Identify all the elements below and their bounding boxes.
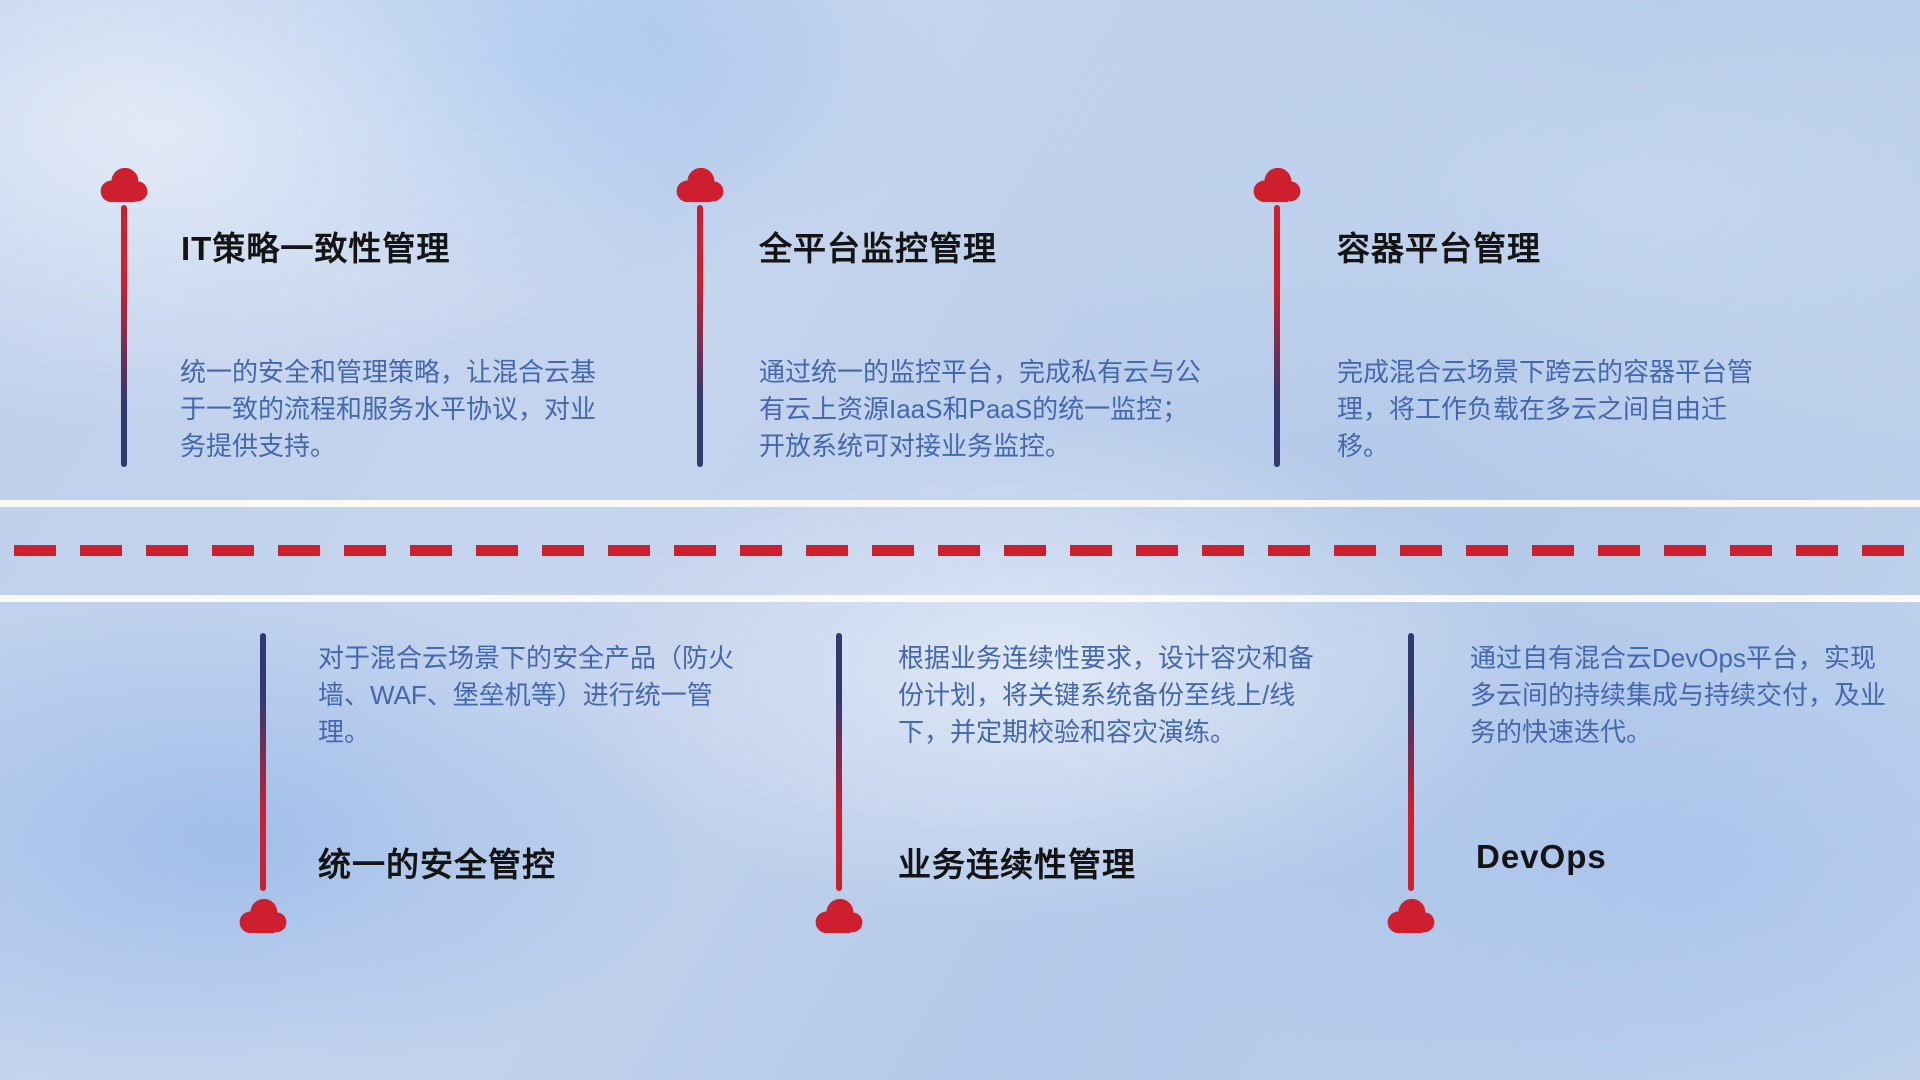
divider-dashed-line — [14, 545, 1906, 556]
item-description-it-policy: 统一的安全和管理策略，让混合云基于一致的流程和服务水平协议，对业务提供支持。 — [180, 357, 597, 461]
cloud-icon — [1253, 167, 1301, 203]
timeline-stem — [836, 633, 842, 891]
timeline-stem — [1274, 205, 1280, 467]
item-description-devops: 通过自有混合云DevOps平台，实现多云间的持续集成与持续交付，及业务的快速迭代… — [1470, 643, 1887, 747]
item-title-container-platform: 容器平台管理 — [1337, 230, 1541, 267]
item-description-monitoring: 通过统一的监控平台，完成私有云与公有云上资源IaaS和PaaS的统一监控；开放系… — [759, 357, 1202, 461]
cloud-icon — [676, 167, 724, 203]
divider-line-top — [0, 500, 1920, 507]
item-title-devops: DevOps — [1476, 838, 1607, 875]
timeline-stem — [260, 633, 266, 891]
item-title-continuity: 业务连续性管理 — [898, 846, 1136, 883]
item-description-continuity: 根据业务连续性要求，设计容灾和备份计划，将关键系统备份至线上/线下，并定期校验和… — [898, 643, 1315, 747]
item-description-container-platform: 完成混合云场景下跨云的容器平台管理，将工作负载在多云之间自由迁移。 — [1337, 357, 1754, 461]
item-title-it-policy: IT策略一致性管理 — [181, 230, 451, 267]
cloud-icon — [239, 898, 287, 934]
item-description-security: 对于混合云场景下的安全产品（防火墙、WAF、堡垒机等）进行统一管理。 — [318, 643, 735, 747]
timeline-stem — [1408, 633, 1414, 891]
divider-line-bottom — [0, 595, 1920, 602]
timeline-stem — [697, 205, 703, 467]
timeline-stem — [121, 205, 127, 467]
cloud-icon — [100, 167, 148, 203]
item-title-monitoring: 全平台监控管理 — [759, 230, 997, 267]
cloud-icon — [815, 898, 863, 934]
item-title-security: 统一的安全管控 — [318, 846, 556, 883]
cloud-icon — [1387, 898, 1435, 934]
